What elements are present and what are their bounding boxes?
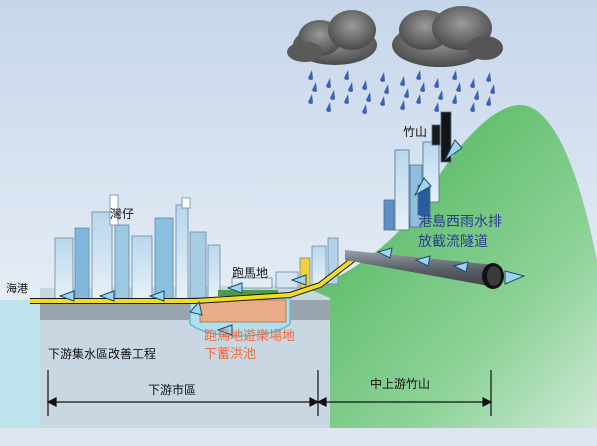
rain-cloud-left (287, 10, 377, 65)
label-wan-chai: 灣仔 (110, 207, 134, 221)
rain-drop (366, 92, 371, 102)
label-happy-valley: 跑馬地 (232, 266, 268, 280)
rain-drop (400, 76, 405, 86)
rain-drop (470, 78, 475, 88)
region-scale (46, 370, 493, 416)
rain-drop (384, 84, 389, 94)
rain-drop (452, 94, 457, 104)
drainage-tunnel (345, 250, 495, 287)
rain-drop (490, 84, 495, 94)
rain-drop (404, 88, 409, 98)
rain-drop (344, 94, 349, 104)
rain-drop (416, 70, 421, 80)
rain-drop (380, 96, 385, 106)
label-tank-line2: 下蓄洪池 (204, 347, 256, 362)
label-mount-nicholson: 竹山 (403, 125, 427, 139)
label-lower-works: 下游集水區改善工程 (48, 346, 156, 361)
rain-cloud-right (392, 6, 503, 67)
rain-drop (380, 72, 385, 82)
rain-drop (308, 94, 313, 104)
rain-drop (470, 102, 475, 112)
label-tunnel-line1: 港島西雨水排 (418, 214, 502, 230)
rain-drop (330, 90, 335, 100)
rain-drop (486, 72, 491, 82)
bottom-band (0, 428, 597, 446)
rain-drop (486, 96, 491, 106)
rain-drop (416, 94, 421, 104)
drain-pipe (30, 256, 357, 303)
wan-chai-buildings (54, 194, 221, 301)
rain-drop (344, 70, 349, 80)
rain-drop (434, 78, 439, 88)
flow-arrows (58, 139, 526, 336)
label-mid-upstream: 中上游竹山 (370, 376, 430, 391)
label-harbour: 海港 (6, 281, 28, 295)
happy-valley-buildings (231, 237, 339, 289)
rain-drop (308, 70, 313, 80)
rain-drops (308, 70, 495, 114)
rain-drop (326, 78, 331, 88)
label-tank-line1: 跑馬地遊樂場地 (204, 328, 295, 344)
rain-drop (326, 102, 331, 112)
rain-drop (474, 90, 479, 100)
rain-drop (420, 82, 425, 92)
label-downstream-urban: 下游市區 (148, 382, 196, 397)
harbour-water (0, 300, 40, 430)
rain-drop (362, 80, 367, 90)
rain-drop (456, 82, 461, 92)
recreation-ground (218, 290, 278, 296)
rain-drop (434, 102, 439, 112)
rain-drop (348, 82, 353, 92)
rain-drop (400, 100, 405, 110)
label-tunnel-line2: 放截流隧道 (418, 234, 488, 250)
rain-drop (452, 70, 457, 80)
rain-drop (362, 104, 367, 114)
rain-drop (312, 82, 317, 92)
rain-drop (438, 90, 443, 100)
